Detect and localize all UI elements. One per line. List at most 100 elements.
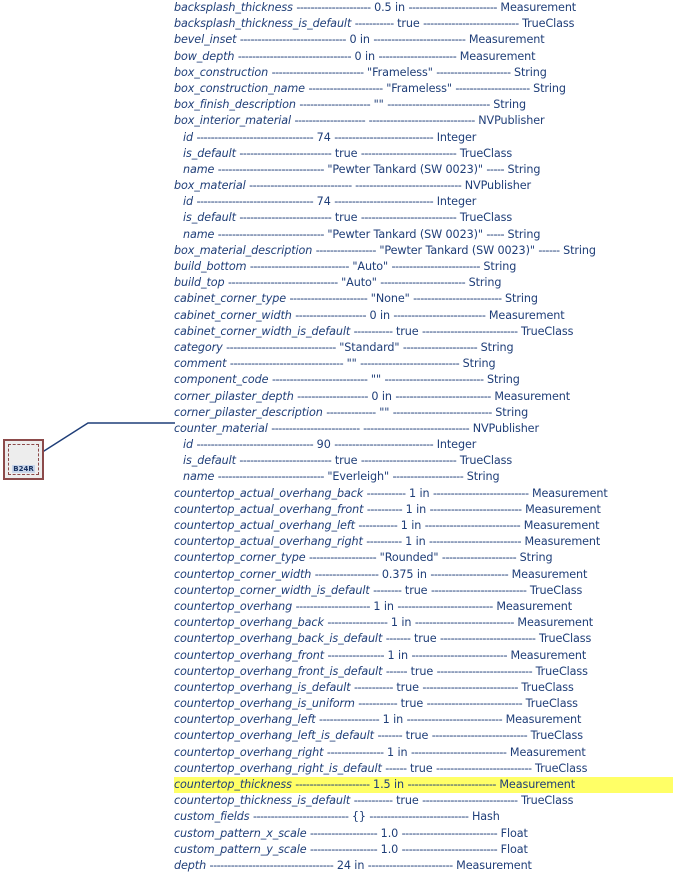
property-row[interactable]: component_code -------------------------… xyxy=(174,372,673,388)
property-type: Measurement xyxy=(496,599,573,613)
property-key: box_construction xyxy=(174,65,269,79)
property-dash-leader-right: ---------------------------- xyxy=(334,130,434,144)
property-row[interactable]: name ------------------------------ "Eve… xyxy=(174,469,673,485)
property-key: countertop_thickness_is_default xyxy=(174,794,351,808)
property-dash-leader-right: ---------------------------- xyxy=(392,405,493,419)
property-dash-leader-left: ---------- xyxy=(366,535,402,549)
property-row[interactable]: box_material_description ---------------… xyxy=(174,243,673,259)
property-row[interactable]: id --------------------------------- 74 … xyxy=(174,130,673,146)
property-row[interactable]: cabinet_corner_width_is_default --------… xyxy=(174,324,673,340)
property-dash-leader-right: --------------------------- xyxy=(360,211,457,225)
property-row[interactable]: countertop_overhang_back ---------------… xyxy=(174,615,673,631)
property-row[interactable]: countertop_corner_width_is_default -----… xyxy=(174,583,673,599)
property-row[interactable]: countertop_actual_overhang_back --------… xyxy=(174,486,673,502)
property-row[interactable]: box_interior_material ------------------… xyxy=(174,113,673,129)
property-value: 1 in xyxy=(382,713,404,727)
property-row[interactable]: countertop_actual_overhang_front -------… xyxy=(174,502,673,518)
property-row[interactable]: corner_pilaster_depth ------------------… xyxy=(174,389,673,405)
property-row[interactable]: build_top ------------------------------… xyxy=(174,275,673,291)
property-row[interactable]: custom_pattern_y_scale -----------------… xyxy=(174,842,673,858)
property-dash-leader-right: --------------------------- xyxy=(360,454,457,468)
property-row[interactable]: countertop_thickness_is_default --------… xyxy=(174,793,673,809)
property-row[interactable]: box_material ---------------------------… xyxy=(174,178,673,194)
property-dash-leader-left: ------------------------------ xyxy=(217,227,325,241)
property-value: "" xyxy=(346,357,357,371)
property-key: countertop_overhang_is_uniform xyxy=(174,697,355,711)
property-dash-leader-left: ----------- xyxy=(354,680,393,694)
property-row[interactable]: counter_material -----------------------… xyxy=(174,421,673,437)
property-row[interactable]: countertop_actual_overhang_left --------… xyxy=(174,518,673,534)
property-row[interactable]: countertop_corner_width ----------------… xyxy=(174,567,673,583)
property-row[interactable]: countertop_overhang_right_is_default ---… xyxy=(174,761,673,777)
property-dash-leader-left: ------ xyxy=(385,761,407,775)
property-row[interactable]: backsplash_thickness -------------------… xyxy=(174,0,673,16)
property-value: "Pewter Tankard (SW 0023)" xyxy=(327,162,483,176)
property-dash-leader-right: --------------------------- xyxy=(439,632,536,646)
property-dash-leader-right: ---------------------- xyxy=(378,49,457,63)
property-row[interactable]: depth ----------------------------------… xyxy=(174,858,673,874)
property-value: 0 in xyxy=(371,389,392,403)
cabinet-callout-box[interactable]: B24R xyxy=(3,439,44,480)
property-dash-leader-left: --------------------- xyxy=(295,599,371,613)
property-row[interactable]: cabinet_corner_type --------------------… xyxy=(174,291,673,307)
property-dash-leader-right: --------------------------- xyxy=(406,713,503,727)
property-value: 0 in xyxy=(354,49,375,63)
property-row[interactable]: id --------------------------------- 74 … xyxy=(174,194,673,210)
property-row[interactable]: name ------------------------------ "Pew… xyxy=(174,227,673,243)
property-key: id xyxy=(183,438,194,452)
property-key: is_default xyxy=(183,454,236,468)
property-row[interactable]: cabinet_corner_width -------------------… xyxy=(174,308,673,324)
property-key: countertop_overhang_right xyxy=(174,745,324,759)
property-key: corner_pilaster_depth xyxy=(174,389,294,403)
property-row[interactable]: box_finish_description -----------------… xyxy=(174,97,673,113)
property-key: corner_pilaster_description xyxy=(174,405,323,419)
property-type: NVPublisher xyxy=(464,179,532,193)
property-row[interactable]: countertop_overhang_is_uniform ---------… xyxy=(174,696,673,712)
property-type: TrueClass xyxy=(459,211,513,225)
property-row[interactable]: countertop_overhang_front_is_default ---… xyxy=(174,664,673,680)
property-row[interactable]: countertop_overhang_back_is_default ----… xyxy=(174,631,673,647)
property-row[interactable]: is_default -------------------------- tr… xyxy=(174,146,673,162)
property-type: String xyxy=(507,227,541,241)
property-row[interactable]: category -------------------------------… xyxy=(174,340,673,356)
property-type: Measurement xyxy=(523,519,600,532)
property-row[interactable]: backsplash_thickness_is_default --------… xyxy=(174,16,673,32)
property-row[interactable]: id --------------------------------- 90 … xyxy=(174,437,673,453)
property-value: 0.375 in xyxy=(381,567,427,581)
property-value: true xyxy=(410,664,434,678)
property-dash-leader-left: -------------------- xyxy=(294,114,366,128)
property-row[interactable]: countertop_overhang_right --------------… xyxy=(174,745,673,761)
property-key: countertop_actual_overhang_front xyxy=(174,502,364,516)
property-row[interactable]: box_construction_name ------------------… xyxy=(174,81,673,97)
property-row[interactable]: countertop_actual_overhang_right -------… xyxy=(174,534,673,550)
property-row[interactable]: is_default -------------------------- tr… xyxy=(174,210,673,226)
property-row[interactable]: countertop_thickness -------------------… xyxy=(174,777,673,794)
property-row[interactable]: box_construction -----------------------… xyxy=(174,65,673,81)
property-type: NVPublisher xyxy=(478,114,545,128)
property-row[interactable]: countertop_overhang_front --------------… xyxy=(174,648,673,664)
property-row[interactable]: is_default -------------------------- tr… xyxy=(174,453,673,469)
property-row[interactable]: bevel_inset ----------------------------… xyxy=(174,32,673,48)
property-value: true xyxy=(396,794,419,808)
property-value: "Auto" xyxy=(352,260,389,273)
property-key: countertop_overhang xyxy=(174,599,293,613)
property-row[interactable]: name ------------------------------ "Pew… xyxy=(174,162,673,178)
property-row[interactable]: comment --------------------------------… xyxy=(174,356,673,372)
property-row[interactable]: custom_pattern_x_scale -----------------… xyxy=(174,826,673,842)
property-row[interactable]: countertop_corner_type -----------------… xyxy=(174,550,673,566)
property-key: countertop_overhang_back xyxy=(174,616,324,630)
property-type: String xyxy=(507,162,541,176)
property-row[interactable]: countertop_overhang_left ---------------… xyxy=(174,712,673,728)
property-row[interactable]: corner_pilaster_description ------------… xyxy=(174,405,673,421)
property-row[interactable]: build_bottom ---------------------------… xyxy=(174,259,673,275)
property-dash-leader-right: --------------------------- xyxy=(436,664,533,678)
property-row[interactable]: bow_depth ------------------------------… xyxy=(174,49,673,65)
property-row[interactable]: countertop_overhang_left_is_default ----… xyxy=(174,728,673,744)
property-inspector-list[interactable]: backsplash_thickness -------------------… xyxy=(174,0,673,872)
property-type: Float xyxy=(500,826,528,840)
property-row[interactable]: custom_fields --------------------------… xyxy=(174,809,673,825)
property-row[interactable]: countertop_overhang_is_default ---------… xyxy=(174,680,673,696)
property-row[interactable]: countertop_overhang --------------------… xyxy=(174,599,673,615)
property-type: TrueClass xyxy=(522,17,575,31)
property-key: build_top xyxy=(174,276,225,290)
